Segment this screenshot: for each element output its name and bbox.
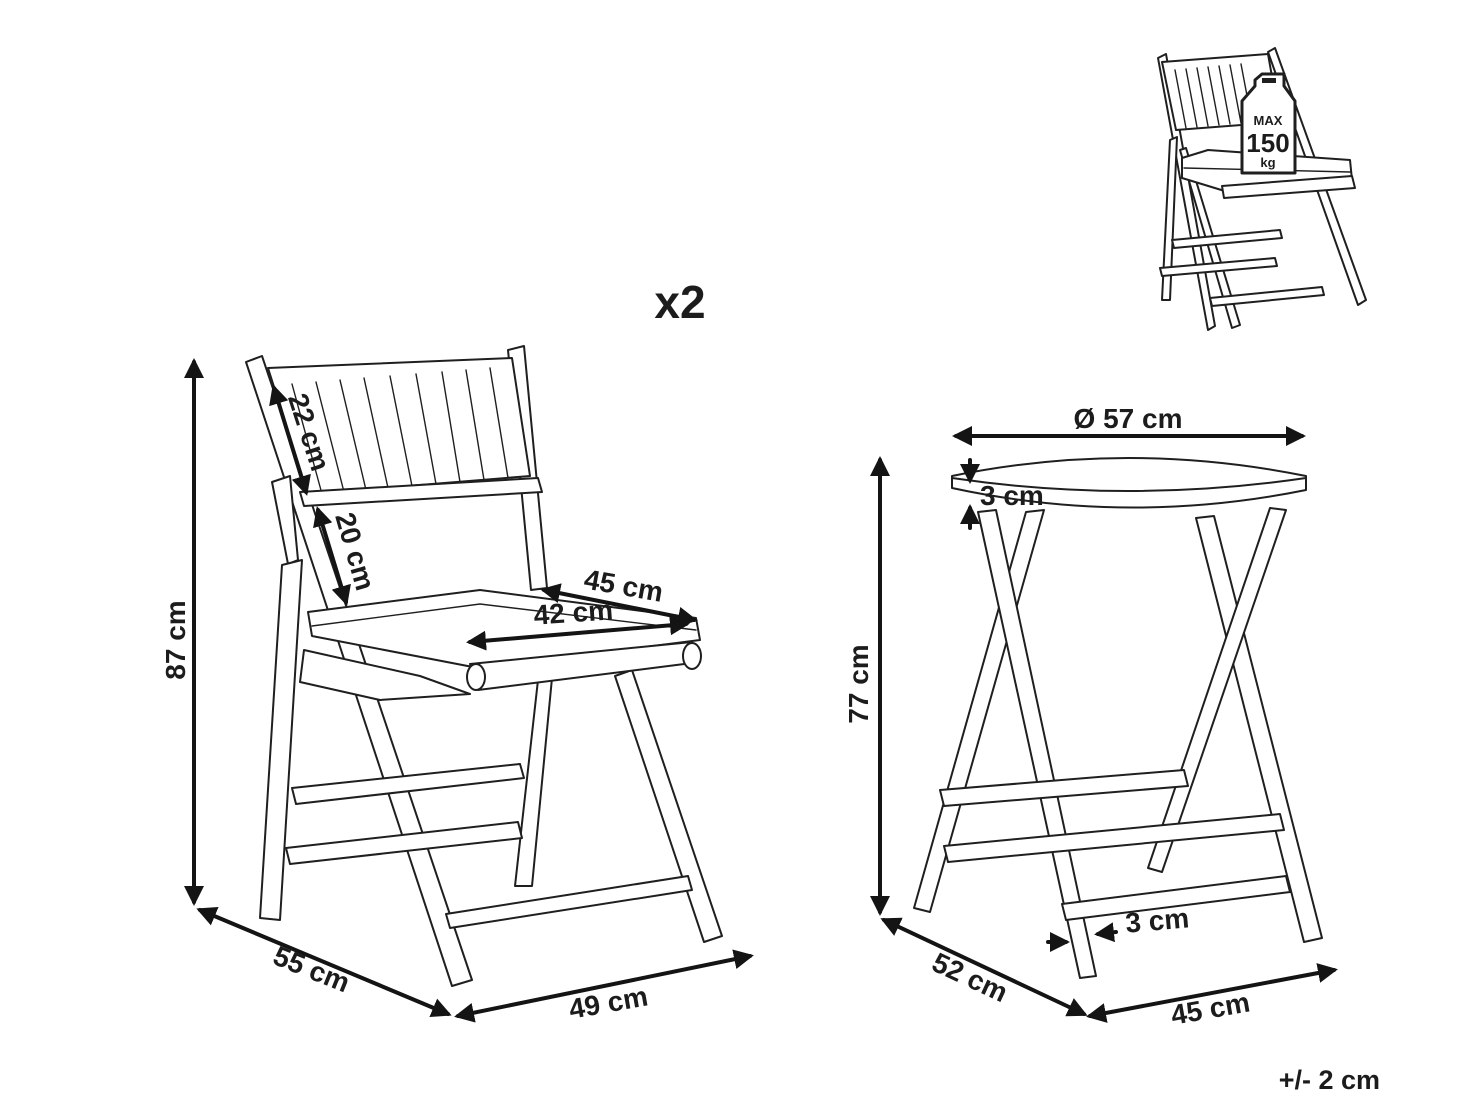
table-leg-thickness-label: 3 cm — [1124, 902, 1190, 938]
tolerance-label: +/- 2 cm — [1279, 1065, 1380, 1095]
load-value: 150 — [1246, 128, 1289, 158]
chair-drawing — [245, 345, 723, 987]
chair-seat-width-arrow — [540, 583, 698, 627]
max-load-badge: MAX 150 kg — [1240, 72, 1297, 175]
chair-depth-arrow — [196, 906, 452, 1018]
chair-rear-leg — [614, 669, 723, 943]
table-width-label: 45 cm — [1169, 986, 1253, 1030]
chair-seat-depth-label: 42 cm — [533, 594, 614, 630]
chair-backrest-arrow — [269, 384, 311, 496]
load-max-label: MAX — [1254, 113, 1283, 128]
chair-back-leg — [514, 677, 553, 887]
chair-front-leg — [259, 559, 303, 921]
table-top-thickness-label: 3 cm — [980, 480, 1044, 511]
table-depth-label: 52 cm — [927, 947, 1012, 1009]
chair-width-label: 49 cm — [567, 980, 651, 1024]
chair-height-label: 87 cm — [160, 600, 191, 679]
load-unit: kg — [1260, 155, 1275, 170]
table-depth-arrow — [880, 917, 1088, 1017]
table-diameter-label: Ø 57 cm — [1074, 403, 1183, 434]
table-leg-front-right — [1195, 515, 1323, 943]
table-drawing — [913, 457, 1323, 979]
chair-seat-depth-arrow — [466, 615, 690, 651]
quantity-label: x2 — [654, 276, 705, 328]
chair-backgap-arrow — [313, 506, 351, 606]
table-height-label: 77 cm — [843, 644, 874, 723]
table-width-arrow — [1086, 963, 1338, 1023]
table-leg-thickness-arrow-right — [1094, 922, 1118, 943]
chair-width-arrow — [454, 949, 754, 1023]
chair-depth-label: 55 cm — [269, 940, 354, 998]
